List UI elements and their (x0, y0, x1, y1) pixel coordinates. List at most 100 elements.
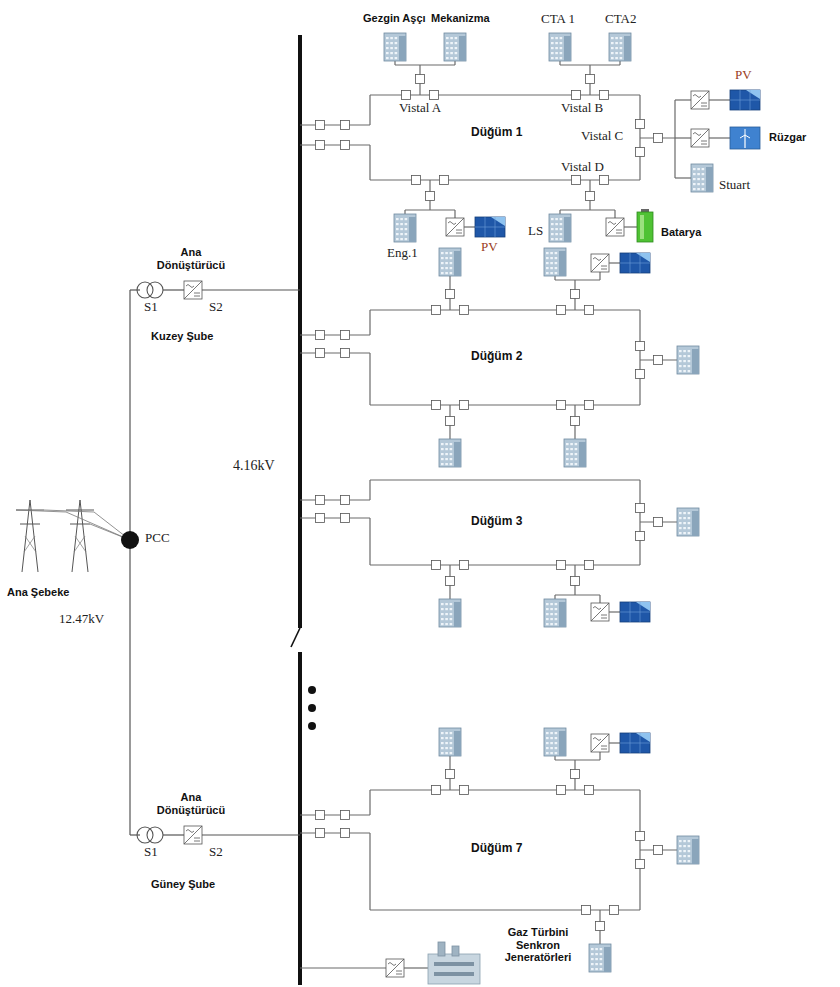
building-window (595, 953, 598, 955)
switch-symbol (572, 176, 581, 185)
building-window (615, 37, 618, 39)
switch-symbol (571, 577, 580, 586)
building-window (450, 752, 453, 754)
wire-line (701, 103, 707, 104)
building-window (575, 443, 578, 445)
pv-sky (636, 253, 650, 262)
switch-symbol (426, 192, 435, 201)
switch-symbol (460, 306, 469, 315)
building-window (405, 233, 408, 235)
switch-symbol (654, 518, 663, 527)
switch-symbol (600, 91, 609, 100)
building-window (679, 365, 682, 367)
building-window (445, 463, 448, 465)
building-window (551, 37, 554, 39)
continuation-dot (308, 704, 316, 712)
pv-sky (636, 602, 650, 611)
building-window (551, 218, 554, 220)
building-window (679, 350, 682, 352)
pv-panel-icon (475, 217, 505, 237)
building-window (688, 532, 691, 534)
label-text: Rüzgar (768, 131, 807, 144)
wire-line (369, 790, 370, 815)
building-window (450, 257, 453, 259)
label-text: Vistal A (398, 101, 442, 116)
building-icon (544, 599, 566, 627)
wire-line (370, 564, 640, 565)
wire-line (202, 289, 300, 290)
building-window (445, 613, 448, 615)
building-window (688, 522, 691, 524)
wire-line (555, 279, 600, 280)
ac-mark (593, 738, 601, 741)
building-window (546, 623, 549, 625)
building-window (446, 47, 449, 49)
label-text: S2 (208, 300, 224, 315)
building-window (546, 257, 549, 259)
building-window (450, 267, 453, 269)
switch-symbol (402, 91, 411, 100)
switch-symbol (316, 496, 325, 505)
building-window (555, 57, 558, 59)
ac-mark (693, 95, 701, 98)
label-text: LS (527, 224, 544, 239)
switch-symbol (596, 922, 605, 931)
label-text: Vistal B (560, 101, 604, 116)
wire-line (80, 500, 88, 572)
building-side (454, 251, 461, 276)
building-window (441, 613, 444, 615)
building-window (450, 742, 453, 744)
wire-line (298, 35, 302, 628)
wire-line (601, 266, 607, 267)
switch-symbol (316, 331, 325, 340)
building-window (683, 855, 686, 857)
converter-symbol (184, 281, 202, 299)
label-text: Vistal C (580, 129, 624, 144)
building-window (450, 608, 453, 610)
building-window (620, 57, 623, 59)
wire-line (300, 144, 370, 145)
building-window (550, 747, 553, 749)
wire-line (369, 145, 370, 180)
building-window (555, 618, 558, 620)
building-window (441, 262, 444, 264)
building-window (400, 218, 403, 220)
building-window (615, 52, 618, 54)
building-side (579, 442, 586, 467)
building-side (624, 36, 631, 61)
wire-line (298, 652, 302, 985)
switch-symbol (446, 290, 455, 299)
gas-turbine-stack (452, 946, 459, 956)
switch-symbol (636, 532, 645, 541)
label-text: Gaz Türbini Senkron Jeneratörleri (492, 926, 584, 964)
building-icon (439, 599, 461, 627)
building-window (441, 458, 444, 460)
building-window (551, 223, 554, 225)
gas-turbine-band (434, 962, 474, 966)
switch-symbol (582, 906, 591, 915)
building-window (445, 262, 448, 264)
switch-symbol (557, 786, 566, 795)
wire-line (130, 289, 140, 290)
wire-line (620, 263, 650, 264)
wire-line (395, 64, 455, 65)
building-window (450, 603, 453, 605)
label-text: Kuzey Şube (150, 330, 214, 343)
label-text: Ana Dönüştürücü (150, 246, 232, 271)
building-window (679, 522, 682, 524)
ac-mark (388, 963, 396, 966)
building-side (454, 731, 461, 756)
building-window (620, 42, 623, 44)
building-window (555, 257, 558, 259)
switch-symbol (636, 504, 645, 513)
building-window (555, 218, 558, 220)
building-window (386, 47, 389, 49)
building-window (455, 47, 458, 49)
building-window (550, 272, 553, 274)
wire-line (555, 759, 600, 760)
transformer-symbol (137, 827, 153, 843)
wire-line (20, 524, 40, 525)
building-window (615, 42, 618, 44)
building-icon (691, 164, 713, 192)
